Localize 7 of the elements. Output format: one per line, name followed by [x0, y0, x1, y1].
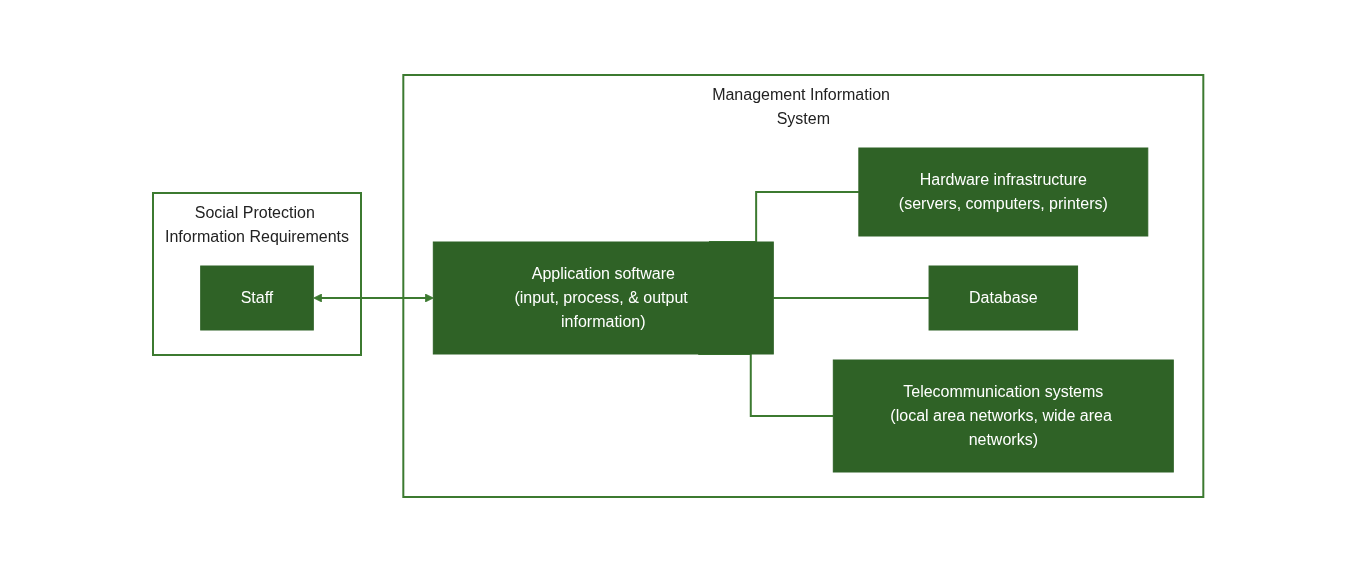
node-box: Application software (input, process, & output information)	[433, 241, 775, 355]
node-box: Telecommunication systems (local area networks, wide area networks)	[833, 359, 1175, 473]
node-box: Database	[928, 265, 1079, 331]
connector	[772, 297, 931, 299]
arrow	[313, 293, 435, 303]
node-box: Staff	[200, 265, 315, 331]
node-box: Hardware infrastructure (servers, computers, printers)	[858, 147, 1149, 237]
